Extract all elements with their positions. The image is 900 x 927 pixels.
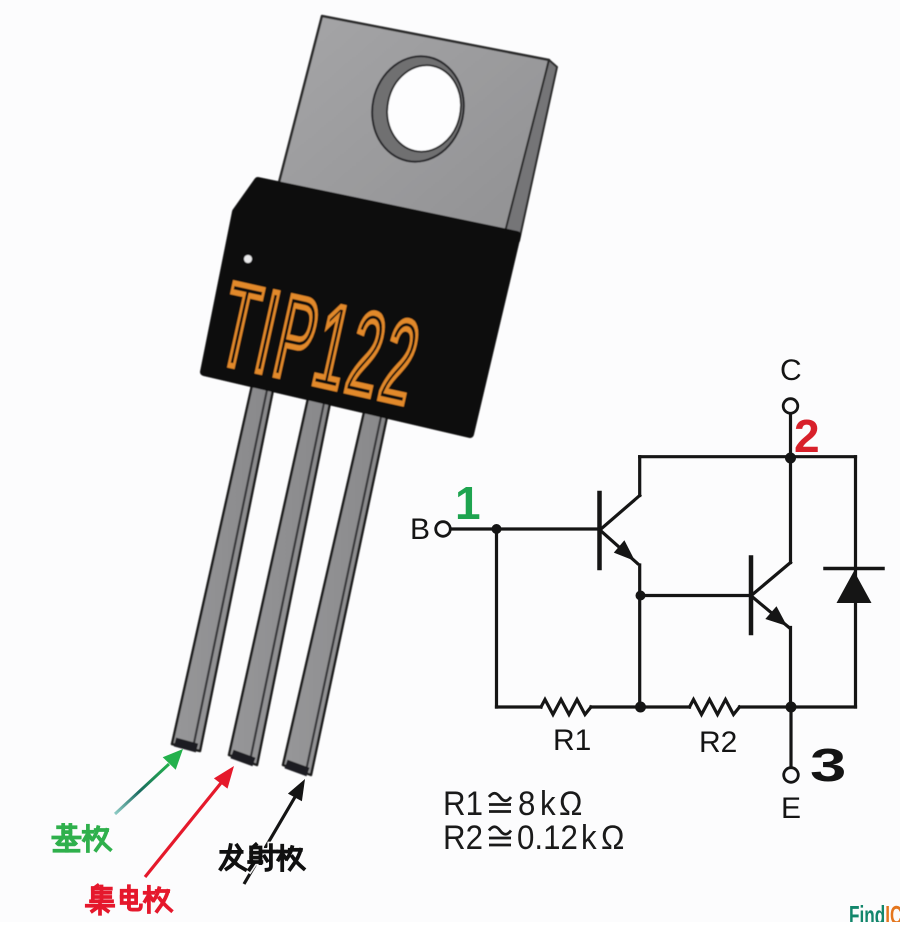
- svg-text:0.12: 0.12: [517, 818, 578, 857]
- svg-text:k: k: [581, 818, 597, 857]
- svg-text:R2: R2: [443, 818, 483, 857]
- svg-text:C: C: [780, 354, 802, 387]
- svg-text:k: k: [540, 784, 556, 823]
- svg-text:E: E: [781, 792, 801, 825]
- svg-text:FindIC: FindIC: [849, 900, 900, 922]
- svg-text:R1: R1: [443, 784, 483, 823]
- svg-text:2: 2: [794, 410, 820, 462]
- svg-text:3: 3: [810, 739, 846, 790]
- svg-text:1: 1: [455, 477, 481, 529]
- svg-text:Ω: Ω: [559, 784, 582, 823]
- svg-text:R2: R2: [699, 726, 737, 759]
- svg-text:8: 8: [518, 784, 535, 823]
- svg-text:B: B: [410, 513, 430, 546]
- svg-text:R1: R1: [553, 724, 591, 757]
- svg-text:Ω: Ω: [601, 818, 624, 857]
